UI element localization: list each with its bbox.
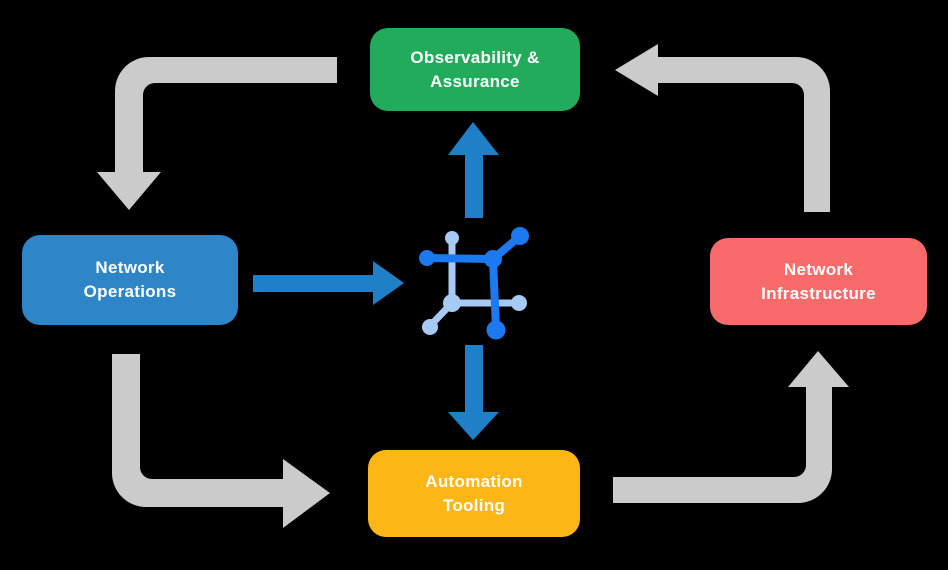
node-label: Operations xyxy=(83,282,177,301)
hub-top-edge-line xyxy=(424,254,497,263)
arrow-automation-to-infrastructure xyxy=(613,351,849,503)
node-label: Tooling xyxy=(442,495,506,515)
hub-corner-node-tr xyxy=(484,250,502,268)
hub-bottom-left-node-dot xyxy=(422,319,438,335)
hub-right-node-dot xyxy=(511,295,527,311)
node-label: Network xyxy=(783,259,854,279)
network-hub-icon xyxy=(419,227,529,340)
hub-corner-node-bl xyxy=(443,294,461,312)
hub-left-node-dot xyxy=(419,250,435,266)
arrow-infrastructure-to-observability xyxy=(615,44,830,212)
hub-top-right-node-dot xyxy=(511,227,529,245)
node-label: Infrastructure xyxy=(761,283,876,303)
hub-bottom-node-dot xyxy=(486,320,506,340)
hub-right-edge-line xyxy=(489,255,500,333)
hub-top-node-dot xyxy=(445,231,459,245)
node-network-operations: Network Operations xyxy=(22,235,238,325)
node-observability-assurance: Observability & Assurance xyxy=(370,28,580,111)
arrow-operations-to-automation xyxy=(112,354,330,528)
node-automation-tooling: Automation Tooling xyxy=(368,450,580,537)
node-label: Observability & xyxy=(410,47,540,67)
arrow-operations-to-hub xyxy=(253,261,404,305)
node-label: Assurance xyxy=(430,71,520,91)
node-label: Network xyxy=(95,258,165,278)
node-label: Automation xyxy=(425,471,523,491)
arrow-hub-to-automation xyxy=(448,345,499,440)
arrow-hub-to-observability xyxy=(448,122,499,218)
node-network-infrastructure: Network Infrastructure xyxy=(710,238,927,325)
arrow-observability-to-operations xyxy=(97,57,337,210)
